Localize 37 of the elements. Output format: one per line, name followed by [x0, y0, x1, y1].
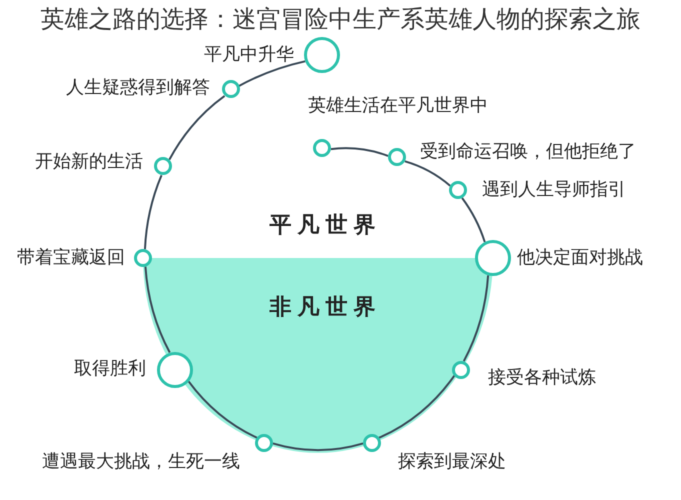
circle-marker [254, 434, 273, 452]
connector-arc [330, 147, 388, 157]
step-label: 开始新的生活 [35, 150, 143, 174]
step-label: 遇到人生导师指引 [482, 178, 626, 202]
circle-marker [449, 181, 467, 199]
circle-marker [304, 37, 340, 73]
circle-marker [363, 434, 382, 452]
connector-arc [144, 266, 171, 353]
step-label: 英雄生活在平凡世界中 [308, 94, 488, 118]
circle-marker [222, 80, 240, 98]
circle-marker [388, 148, 406, 166]
step-label: 探索到最深处 [398, 450, 506, 474]
step-label: 人生疑惑得到解答 [66, 76, 210, 100]
circle-marker [475, 240, 511, 276]
step-label: 受到命运召唤，但他拒绝了 [420, 140, 636, 164]
connector-arc [188, 380, 258, 439]
step-label: 平凡中升华 [204, 43, 294, 67]
connector-arc [238, 60, 306, 87]
step-label: 他决定面对挑战 [517, 246, 643, 270]
region-title: 平凡世界 [268, 214, 382, 238]
step-label: 取得胜利 [74, 357, 146, 381]
connector-arc [168, 95, 226, 160]
step-label: 带着宝藏返回 [17, 246, 125, 270]
circle-marker [156, 352, 193, 388]
connector-arc [462, 275, 490, 362]
title: 英雄之路的选择：迷宫冒险中生产系英雄人物的探索之旅 [40, 4, 642, 34]
step-label: 遭遇最大挑战，生死一线 [42, 450, 240, 474]
circle-marker [313, 139, 331, 157]
connector-arc [272, 442, 364, 451]
connector-arc [404, 160, 451, 187]
connector-arc [144, 174, 162, 250]
connector-arc [378, 374, 456, 439]
connector-arc [461, 197, 486, 242]
region-title: 非凡世界 [268, 296, 382, 320]
circle-marker [134, 249, 152, 267]
circle-marker [154, 157, 172, 176]
step-label: 接受各种试炼 [488, 366, 596, 390]
